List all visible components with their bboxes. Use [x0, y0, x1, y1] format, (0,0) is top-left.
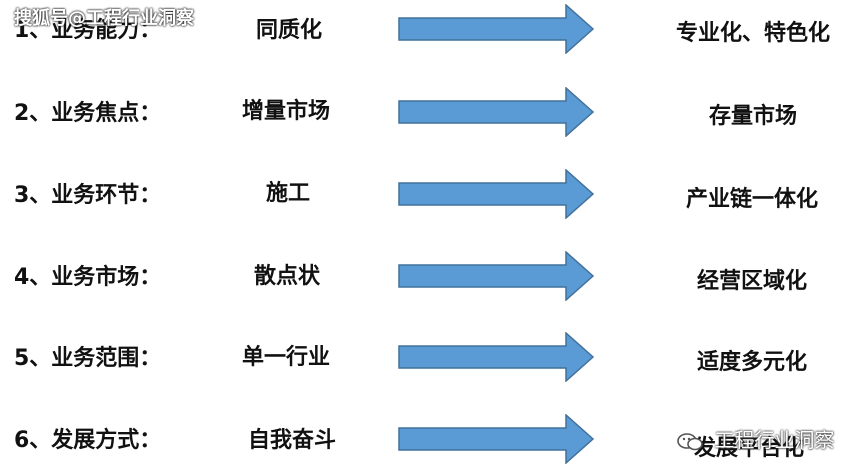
- right-arrow-icon: [398, 169, 594, 219]
- from-state: 散点状: [254, 264, 321, 289]
- right-arrow-icon: [398, 4, 594, 54]
- row-3: 3、业务环节： 施工 产业链一体化: [0, 165, 857, 225]
- row-label: 3、业务环节：: [14, 183, 162, 208]
- row-label: 5、业务范围：: [14, 346, 162, 371]
- from-state: 自我奋斗: [248, 428, 337, 453]
- row-4: 4、业务市场： 散点状 经营区域化: [0, 247, 857, 307]
- from-state: 单一行业: [242, 345, 331, 370]
- right-arrow-icon: [398, 332, 594, 382]
- to-state: 产业链一体化: [686, 187, 819, 212]
- wechat-icon: [677, 432, 703, 450]
- right-arrow-icon: [398, 251, 594, 301]
- to-state: 适度多元化: [697, 350, 808, 375]
- row-6: 6、发展方式： 自我奋斗 发展平台化: [0, 408, 857, 468]
- watermark-bottom-text: 工程行业洞察: [714, 428, 835, 452]
- to-state: 存量市场: [709, 104, 798, 129]
- from-state: 增量市场: [242, 99, 331, 124]
- watermark-top: 搜狐号@工程行业洞察: [14, 8, 194, 29]
- row-5: 5、业务范围： 单一行业 适度多元化: [0, 328, 857, 388]
- row-2: 2、业务焦点： 增量市场 存量市场: [0, 83, 857, 143]
- right-arrow-icon: [398, 87, 594, 137]
- watermark-bottom: 工程行业洞察: [676, 424, 834, 453]
- row-label: 2、业务焦点：: [14, 101, 162, 126]
- row-label: 1、业务能力：: [14, 18, 162, 43]
- from-state: 同质化: [256, 18, 323, 43]
- right-arrow-icon: [398, 414, 594, 464]
- from-state: 施工: [266, 181, 311, 206]
- row-label: 6、发展方式：: [14, 428, 162, 453]
- to-state: 专业化、特色化: [676, 21, 831, 46]
- to-state: 发展平台化: [694, 436, 805, 461]
- to-state: 经营区域化: [697, 269, 808, 294]
- row-label: 4、业务市场：: [14, 265, 162, 290]
- row-1: 1、业务能力： 同质化 专业化、特色化: [0, 0, 857, 60]
